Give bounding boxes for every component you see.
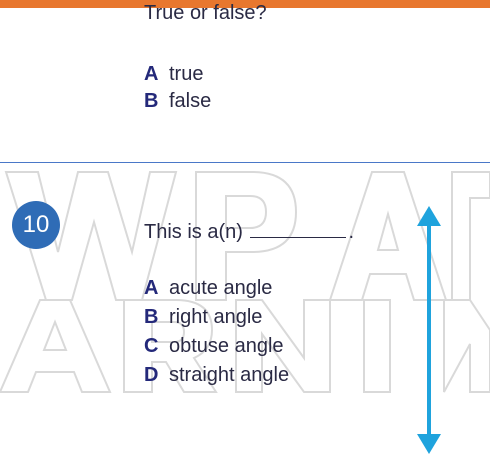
double-arrow-icon <box>417 206 441 454</box>
option-text: obtuse angle <box>169 335 284 357</box>
option-letter: B <box>144 306 159 328</box>
option-letter: A <box>144 277 159 299</box>
option-letter: B <box>144 90 159 112</box>
option-letter: D <box>144 364 159 386</box>
option-text: straight angle <box>169 364 290 386</box>
answer-blank <box>250 221 347 238</box>
question-text-after: . <box>348 221 355 243</box>
section-divider <box>0 162 490 163</box>
question-prompt: This is a(n) . <box>144 220 354 244</box>
option-text: true <box>169 63 204 85</box>
question-number-badge: 10 <box>12 201 60 249</box>
question-text-before: This is a(n) <box>144 221 243 243</box>
option-text: right angle <box>169 306 263 328</box>
previous-question-prompt: True or false? <box>144 2 267 24</box>
option-letter: A <box>144 63 159 85</box>
top-accent-bar <box>0 0 490 8</box>
option-text: false <box>169 90 212 112</box>
option-letter: C <box>144 335 159 357</box>
option-text: acute angle <box>169 277 273 299</box>
